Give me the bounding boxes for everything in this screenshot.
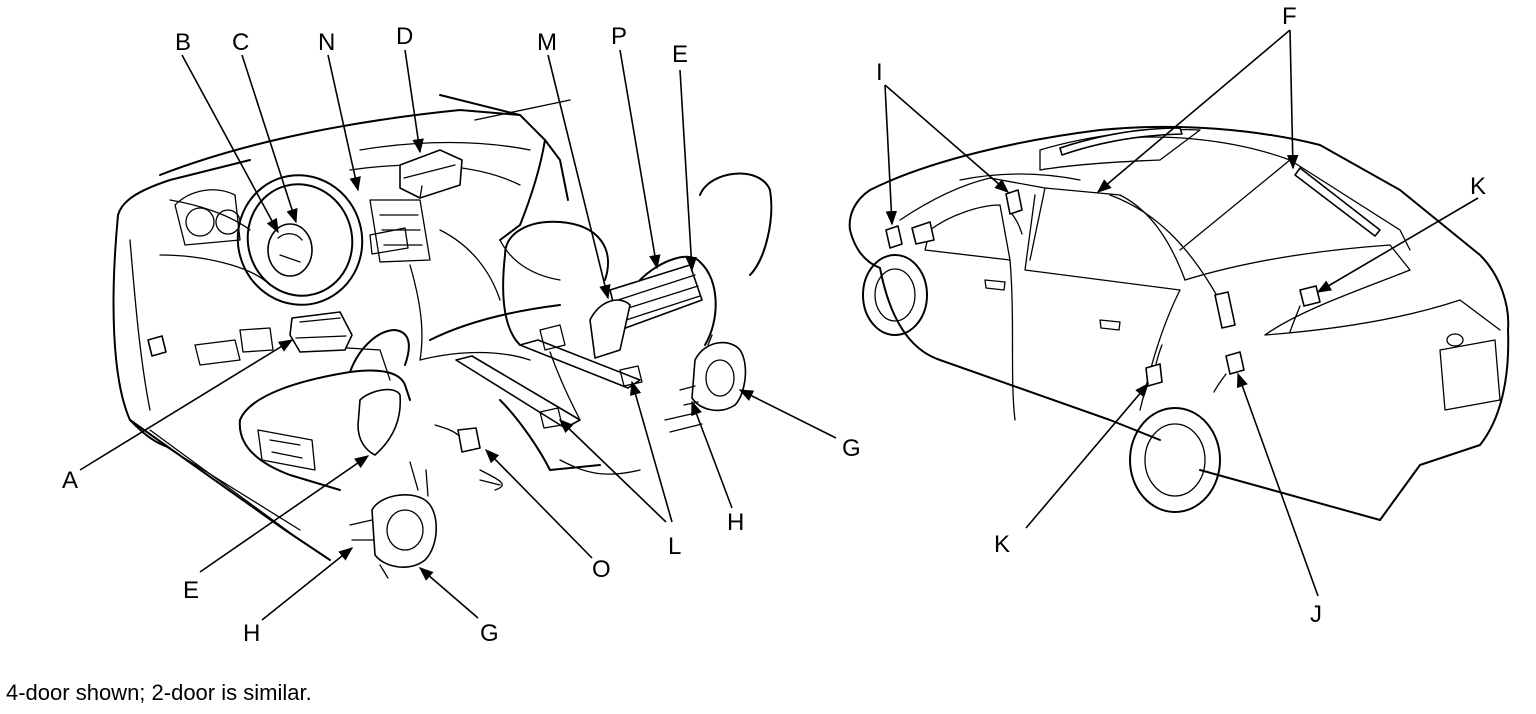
label-g-bottom: G — [480, 620, 499, 647]
label-k-bottom: K — [994, 531, 1010, 558]
label-o: O — [592, 556, 611, 583]
diagram-caption: 4-door shown; 2-door is similar. — [6, 680, 312, 705]
interior-view — [112, 94, 773, 579]
label-d: D — [396, 23, 413, 50]
label-e-bottom: E — [183, 577, 199, 604]
label-a: A — [62, 467, 78, 494]
label-h-bottom: H — [243, 620, 260, 647]
label-n: N — [318, 29, 335, 56]
label-p: P — [611, 23, 627, 50]
label-m: M — [537, 29, 557, 56]
label-h-right: H — [727, 509, 744, 536]
label-k-top: K — [1470, 173, 1486, 200]
label-g-right: G — [842, 435, 861, 462]
label-f: F — [1282, 3, 1297, 30]
exterior-leaders — [884, 29, 1479, 597]
exterior-view — [848, 125, 1510, 521]
label-e-top: E — [672, 41, 688, 68]
interior-leaders — [79, 49, 837, 621]
label-l: L — [668, 533, 681, 560]
label-b: B — [175, 29, 191, 56]
label-j: J — [1310, 601, 1322, 628]
callout-labels: B C N D M P E A E H G O L H G F I K K J — [62, 3, 1486, 647]
label-i: I — [876, 59, 883, 86]
label-c: C — [232, 29, 249, 56]
